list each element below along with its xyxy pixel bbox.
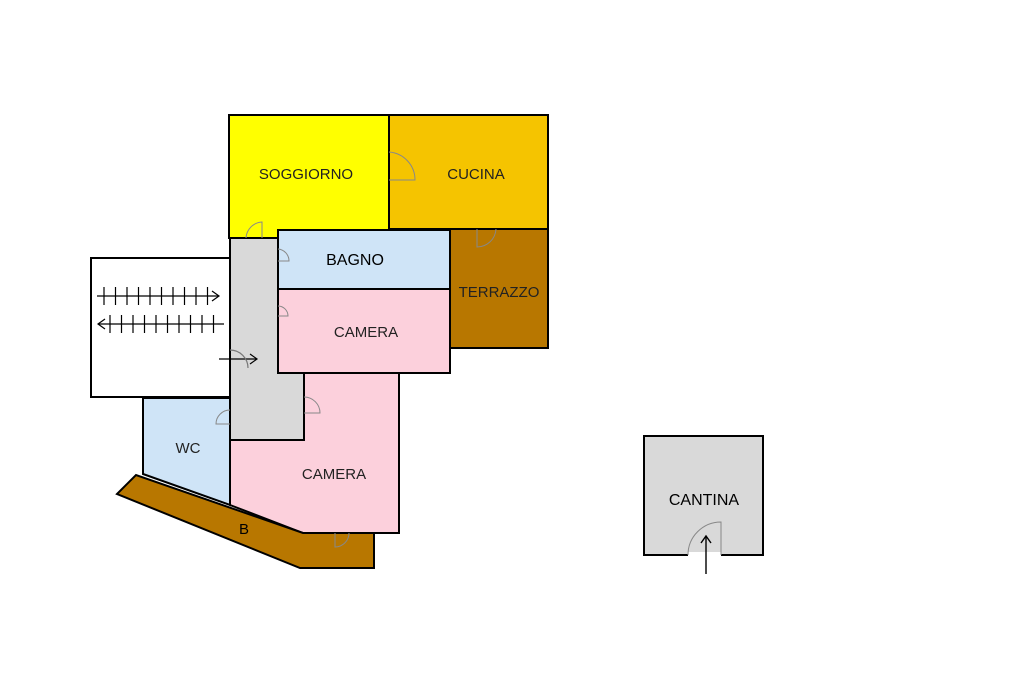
cantina-entrance-arrow-icon	[700, 534, 712, 574]
door-arcs	[215, 151, 497, 548]
room-camera-2	[229, 372, 400, 534]
room-bagno-label: BAGNO	[326, 252, 384, 269]
room-balcone-label: B	[239, 521, 249, 538]
door-camera-2	[303, 396, 321, 414]
door-bagno	[277, 248, 290, 262]
room-cantina-label: CANTINA	[669, 492, 740, 509]
entrance-arrow-icon	[219, 349, 259, 369]
room-camera-1	[277, 288, 451, 374]
room-balcone	[115, 473, 375, 569]
room-cucina-label: CUCINA	[447, 166, 505, 183]
staircase	[90, 257, 231, 398]
room-wc-label: WC	[176, 440, 201, 457]
room-bagno	[277, 229, 451, 290]
room-wc	[142, 397, 231, 507]
door-camera-1	[277, 305, 289, 317]
door-balcone	[334, 532, 350, 548]
door-soggiorno-corridoio	[245, 221, 263, 239]
room-terrazzo	[449, 228, 549, 349]
room-camera-2-label: CAMERA	[302, 466, 366, 483]
door-cantina	[687, 521, 722, 556]
room-terrazzo-label: TERRAZZO	[459, 284, 540, 301]
staircase-arrow-down	[96, 315, 224, 333]
door-wc	[215, 409, 231, 425]
door-soggiorno-cucina	[388, 151, 416, 181]
room-camera-1-label: CAMERA	[334, 324, 398, 341]
staircase-arrow-up	[97, 287, 221, 305]
door-cucina-terrazzo	[476, 228, 497, 248]
cantina-door-opening	[688, 552, 721, 558]
room-soggiorno-label: SOGGIORNO	[259, 166, 353, 183]
